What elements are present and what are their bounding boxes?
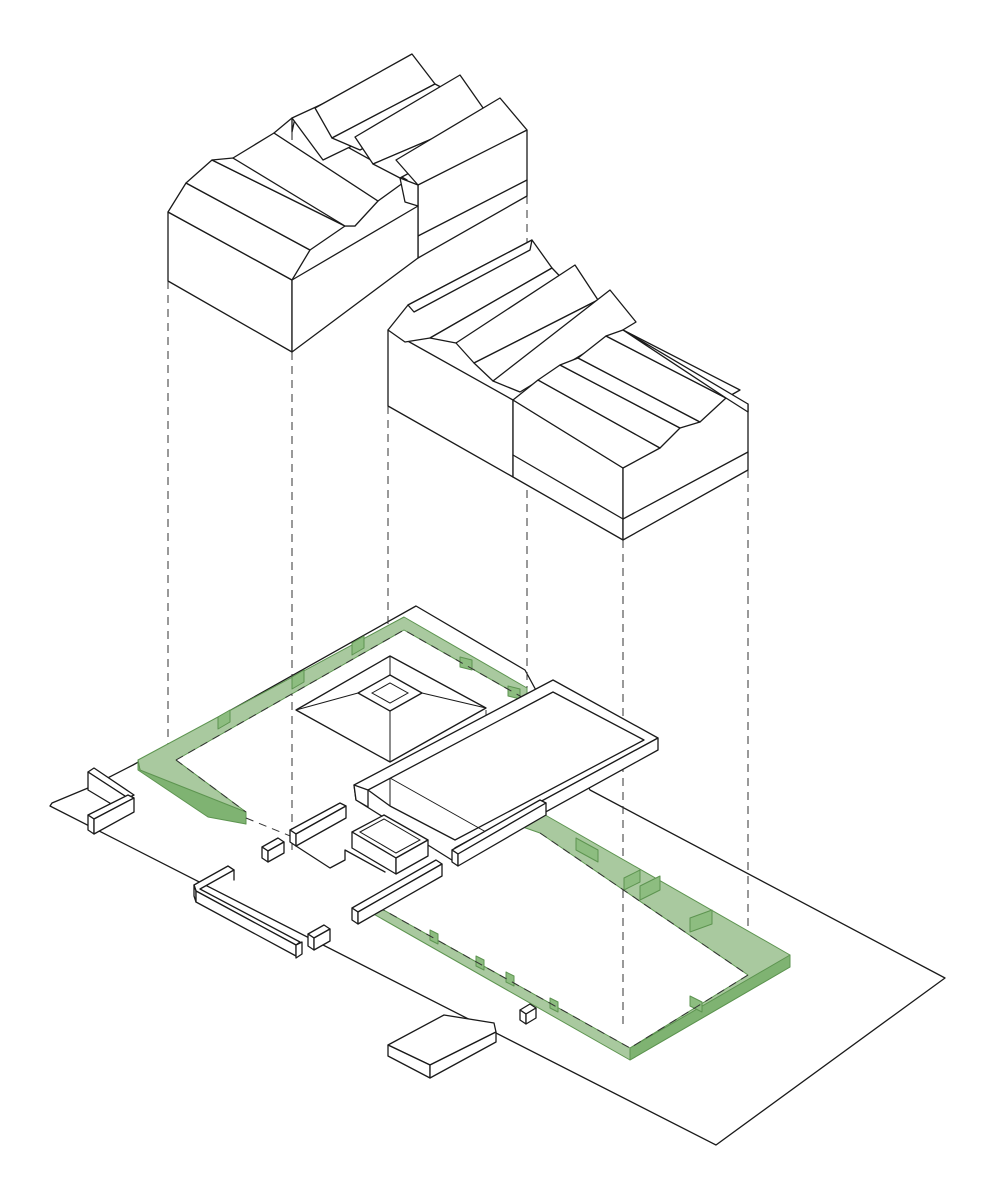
site-ground-plane xyxy=(49,605,946,1146)
site-outline xyxy=(49,605,946,1146)
pyramid-inner xyxy=(370,682,410,704)
roof-back-base xyxy=(417,179,528,237)
pyramid-edge xyxy=(295,692,359,711)
wall-edge xyxy=(227,865,235,871)
green-wall-left-inner-edge xyxy=(175,629,528,761)
wall-face xyxy=(457,802,547,867)
roof-ridge xyxy=(395,97,528,186)
buttress xyxy=(689,995,703,1013)
green-wall-left xyxy=(137,616,528,841)
small-box xyxy=(351,814,429,875)
roof-ridge xyxy=(622,329,749,413)
block-face xyxy=(267,841,285,863)
wall-face xyxy=(357,863,443,925)
pyramid-skylight xyxy=(295,655,487,763)
wall-face xyxy=(295,805,347,847)
roof-volume-front xyxy=(387,239,749,541)
small-box-side xyxy=(395,839,429,875)
block-face xyxy=(525,1007,537,1025)
wall-l xyxy=(295,845,386,873)
buttress xyxy=(217,709,231,730)
roof-back-side-wall xyxy=(291,205,419,353)
buttress xyxy=(429,929,439,945)
green-wall-right-inner-edge xyxy=(379,832,749,1049)
frame-inner xyxy=(367,691,645,841)
green-wall-right xyxy=(369,811,791,1061)
buttress xyxy=(575,837,599,863)
frame-interior xyxy=(389,777,487,833)
wall-face xyxy=(93,797,135,835)
roof-ridge xyxy=(399,177,419,207)
pyramid-edge xyxy=(421,692,487,709)
buttress xyxy=(689,909,713,933)
roof-ridge xyxy=(232,132,379,227)
low-walls xyxy=(87,767,547,1025)
roof-volume-back xyxy=(167,53,528,353)
roof-front-base xyxy=(512,454,624,520)
green-wall-right-side xyxy=(629,954,791,1061)
buttress xyxy=(475,955,485,971)
block-face xyxy=(313,928,331,951)
green-wall-left-side xyxy=(137,759,247,825)
ground-box xyxy=(387,1014,497,1079)
buttress xyxy=(351,635,365,656)
roof-ridge xyxy=(492,289,637,393)
wall-face xyxy=(295,941,303,959)
green-wall-left-inner-edge xyxy=(175,759,247,813)
frame-end xyxy=(353,784,369,808)
wall-face xyxy=(87,814,95,835)
buttress xyxy=(623,869,641,891)
buttress xyxy=(291,669,305,690)
buttress xyxy=(639,875,661,901)
roof-ridge xyxy=(407,239,533,313)
roof-front-base xyxy=(622,451,749,520)
ground-box-side xyxy=(429,1031,497,1079)
small-box-inner xyxy=(358,818,422,854)
